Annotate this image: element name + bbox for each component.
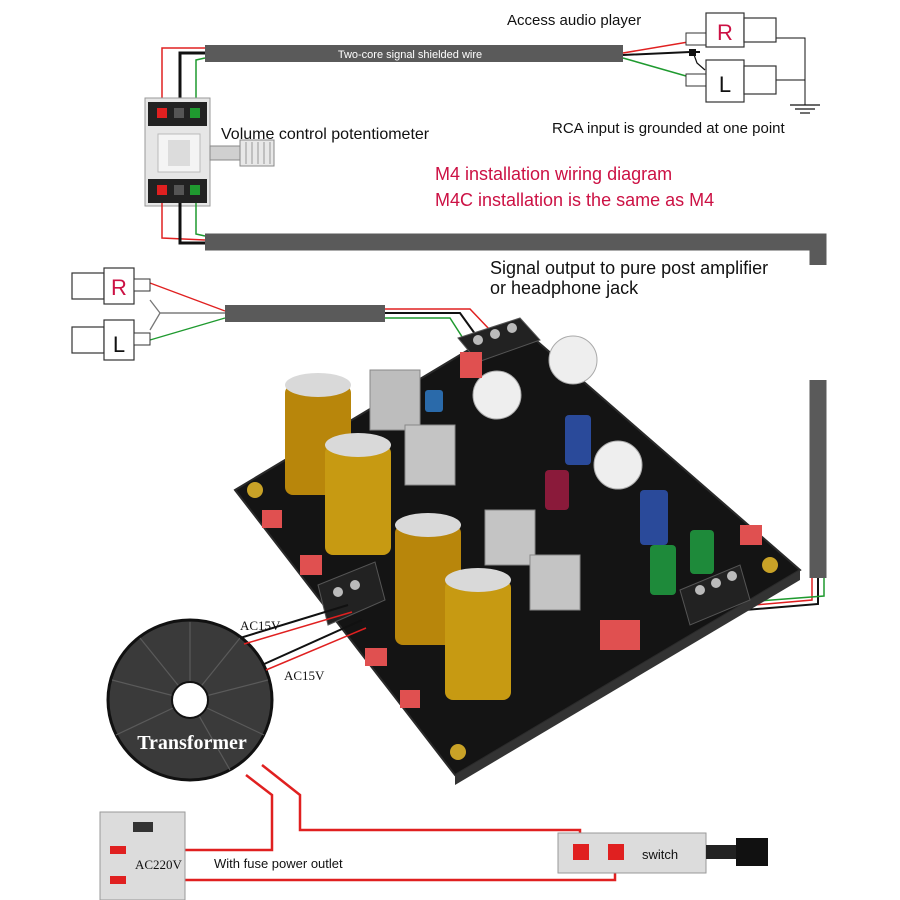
mains-wires bbox=[125, 764, 617, 882]
rca-grounded-label: RCA input is grounded at one point bbox=[552, 120, 785, 137]
output-shielded-cable bbox=[149, 282, 491, 347]
ac15v-wires bbox=[239, 604, 367, 671]
access-audio-player-label: Access audio player bbox=[507, 12, 641, 29]
volume-pot-label: Volume control potentiometer bbox=[221, 126, 430, 143]
rca-output-l: L bbox=[71, 319, 151, 361]
shielded-wire-label: Two-core signal shielded wire bbox=[338, 49, 482, 61]
pot-input-wires bbox=[161, 47, 206, 110]
rca-output-r-label: R bbox=[111, 275, 127, 300]
signal-output-line2: or headphone jack bbox=[490, 278, 639, 298]
pot-output-wires bbox=[161, 203, 206, 245]
power-switch: switch bbox=[557, 832, 768, 874]
ac15v-bottom-label: AC15V bbox=[284, 668, 325, 683]
rca-output-r: R bbox=[71, 267, 151, 305]
transformer-label: Transformer bbox=[137, 732, 247, 754]
rca-input-l: L bbox=[685, 59, 777, 103]
title-m4: M4 installation wiring diagram bbox=[435, 164, 672, 184]
fuse-outlet-label: With fuse power outlet bbox=[214, 856, 343, 871]
signal-output-line1: Signal output to pure post amplifier bbox=[490, 258, 768, 278]
rca-input-r: R bbox=[685, 12, 777, 48]
input-shielded-cable: Two-core signal shielded wire bbox=[205, 45, 623, 62]
volume-potentiometer bbox=[144, 97, 275, 207]
power-outlet: AC220V bbox=[99, 811, 186, 900]
amplifier-pcb bbox=[233, 317, 802, 785]
rca-input-r-label: R bbox=[717, 20, 733, 45]
ac220v-label: AC220V bbox=[135, 857, 183, 872]
ac15v-top-label: AC15V bbox=[240, 618, 281, 633]
transformer: Transformer bbox=[106, 618, 274, 782]
switch-label: switch bbox=[642, 847, 678, 862]
title-m4c: M4C installation is the same as M4 bbox=[435, 190, 714, 210]
pot-output-shielded-cable bbox=[205, 233, 827, 613]
rca-output-l-label: L bbox=[113, 332, 125, 357]
rca-input-l-label: L bbox=[719, 72, 731, 97]
